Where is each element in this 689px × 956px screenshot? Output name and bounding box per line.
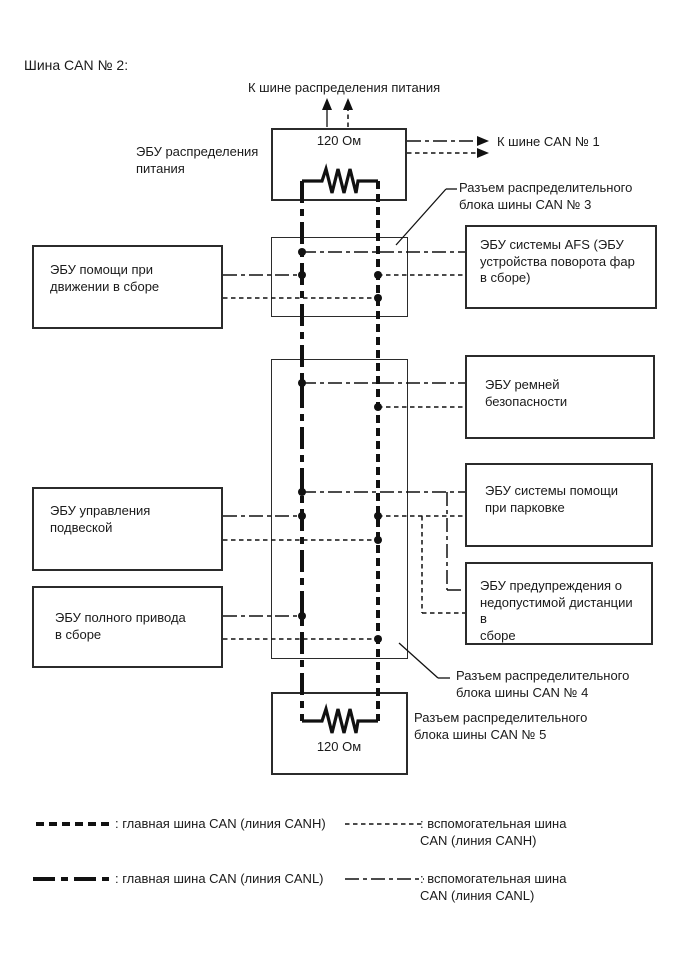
legend-aux-canh-label: : вспомогательная шина CAN (линия CANH) bbox=[420, 816, 567, 848]
suspension-control-ecu-label: ЭБУ управления подвеской bbox=[50, 503, 151, 535]
parking-assist-ecu-label: ЭБУ системы помощи при парковке bbox=[485, 483, 619, 515]
drive-assist-ecu-label: ЭБУ помощи при движении в сборе bbox=[50, 262, 160, 294]
resistor-bottom-value: 120 Ом bbox=[316, 739, 362, 754]
awd-ecu-box: ЭБУ полного привода в сборе bbox=[32, 586, 223, 668]
can3-junction-connector-box bbox=[271, 237, 408, 317]
resistor-top-value: 120 Ом bbox=[316, 133, 362, 148]
page-title: Шина CAN № 2: bbox=[24, 57, 129, 73]
to-power-bus-label: К шине распределения питания bbox=[248, 80, 441, 95]
distance-warning-ecu-label: ЭБУ предупреждения о недопустимой дистан… bbox=[480, 578, 633, 643]
to-can1-label: К шине CAN № 1 bbox=[497, 134, 600, 149]
can4-junction-connector-box bbox=[271, 359, 408, 659]
legend-aux-canl-label: : вспомогательная шина CAN (линия CANL) bbox=[420, 871, 567, 903]
power-distribution-ecu-label: ЭБУ распределения питания bbox=[136, 144, 259, 176]
legend-main-canh-label: : главная шина CAN (линия CANH) bbox=[115, 816, 326, 831]
can3-connector-callout-label: Разъем распределительного блока шины CAN… bbox=[459, 180, 633, 212]
can5-connector-callout-label: Разъем распределительного блока шины CAN… bbox=[414, 710, 588, 742]
can5-terminating-resistor-box bbox=[271, 692, 408, 775]
distance-warning-ecu-box: ЭБУ предупреждения о недопустимой дистан… bbox=[465, 562, 653, 645]
can4-connector-callout-label: Разъем распределительного блока шины CAN… bbox=[456, 668, 630, 700]
afs-ecu-label: ЭБУ системы AFS (ЭБУ устройства поворота… bbox=[480, 237, 635, 285]
awd-ecu-label: ЭБУ полного привода в сборе bbox=[55, 610, 186, 642]
legend-main-canl-label: : главная шина CAN (линия CANL) bbox=[115, 871, 324, 886]
parking-assist-ecu-box: ЭБУ системы помощи при парковке bbox=[465, 463, 653, 547]
suspension-control-ecu-box: ЭБУ управления подвеской bbox=[32, 487, 223, 571]
seatbelt-ecu-label: ЭБУ ремней безопасности bbox=[485, 377, 568, 409]
seatbelt-ecu-box: ЭБУ ремней безопасности bbox=[465, 355, 655, 439]
afs-ecu-box: ЭБУ системы AFS (ЭБУ устройства поворота… bbox=[465, 225, 657, 309]
power-distribution-ecu-box bbox=[271, 128, 407, 201]
drive-assist-ecu-box: ЭБУ помощи при движении в сборе bbox=[32, 245, 223, 329]
